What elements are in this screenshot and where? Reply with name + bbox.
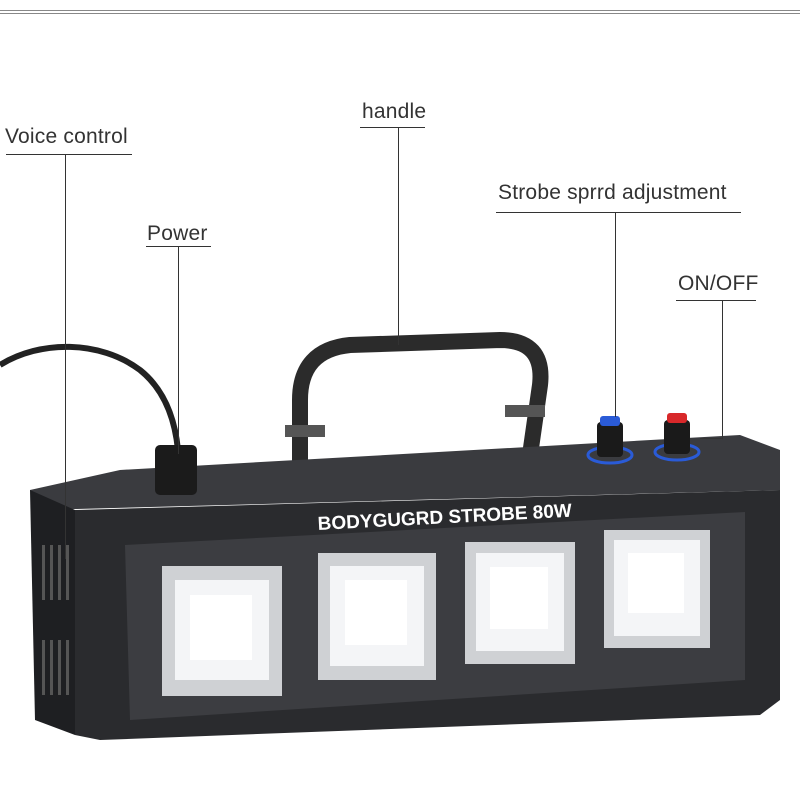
callout-voice-control-label: Voice control	[5, 125, 128, 148]
device-top	[30, 435, 780, 510]
speed-knob	[597, 422, 623, 457]
handle	[292, 332, 549, 470]
speed-knob-cap	[600, 416, 620, 426]
power-knob-cap	[667, 413, 687, 423]
callout-strobe-speed-label: Strobe sprrd adjustment	[498, 181, 727, 204]
callout-underline	[496, 212, 741, 213]
callout-underline	[360, 127, 425, 128]
led-module-3	[465, 542, 575, 664]
callout-handle-label: handle	[362, 100, 427, 123]
top-divider	[0, 10, 800, 11]
callout-leader-line	[722, 300, 723, 438]
handle-screw-right	[505, 405, 545, 417]
callout-leader-line	[65, 154, 66, 559]
callout-leader-line	[398, 127, 399, 345]
handle-screw-left	[285, 425, 325, 437]
top-divider	[0, 13, 800, 14]
callout-leader-line	[615, 212, 616, 417]
device-side	[30, 490, 75, 735]
callout-on-off-label: ON/OFF	[678, 272, 759, 295]
power-connector	[155, 445, 197, 495]
power-cable	[0, 343, 181, 451]
led-module-2	[318, 553, 436, 680]
callout-power-label: Power	[147, 222, 208, 245]
callout-underline	[6, 154, 132, 155]
led-module-4	[604, 530, 710, 648]
callout-underline	[676, 300, 756, 301]
power-knob	[664, 420, 690, 454]
led-module-1	[162, 566, 282, 696]
callout-leader-line	[178, 246, 179, 454]
callout-leader-line	[700, 438, 723, 439]
side-vents	[42, 545, 69, 695]
